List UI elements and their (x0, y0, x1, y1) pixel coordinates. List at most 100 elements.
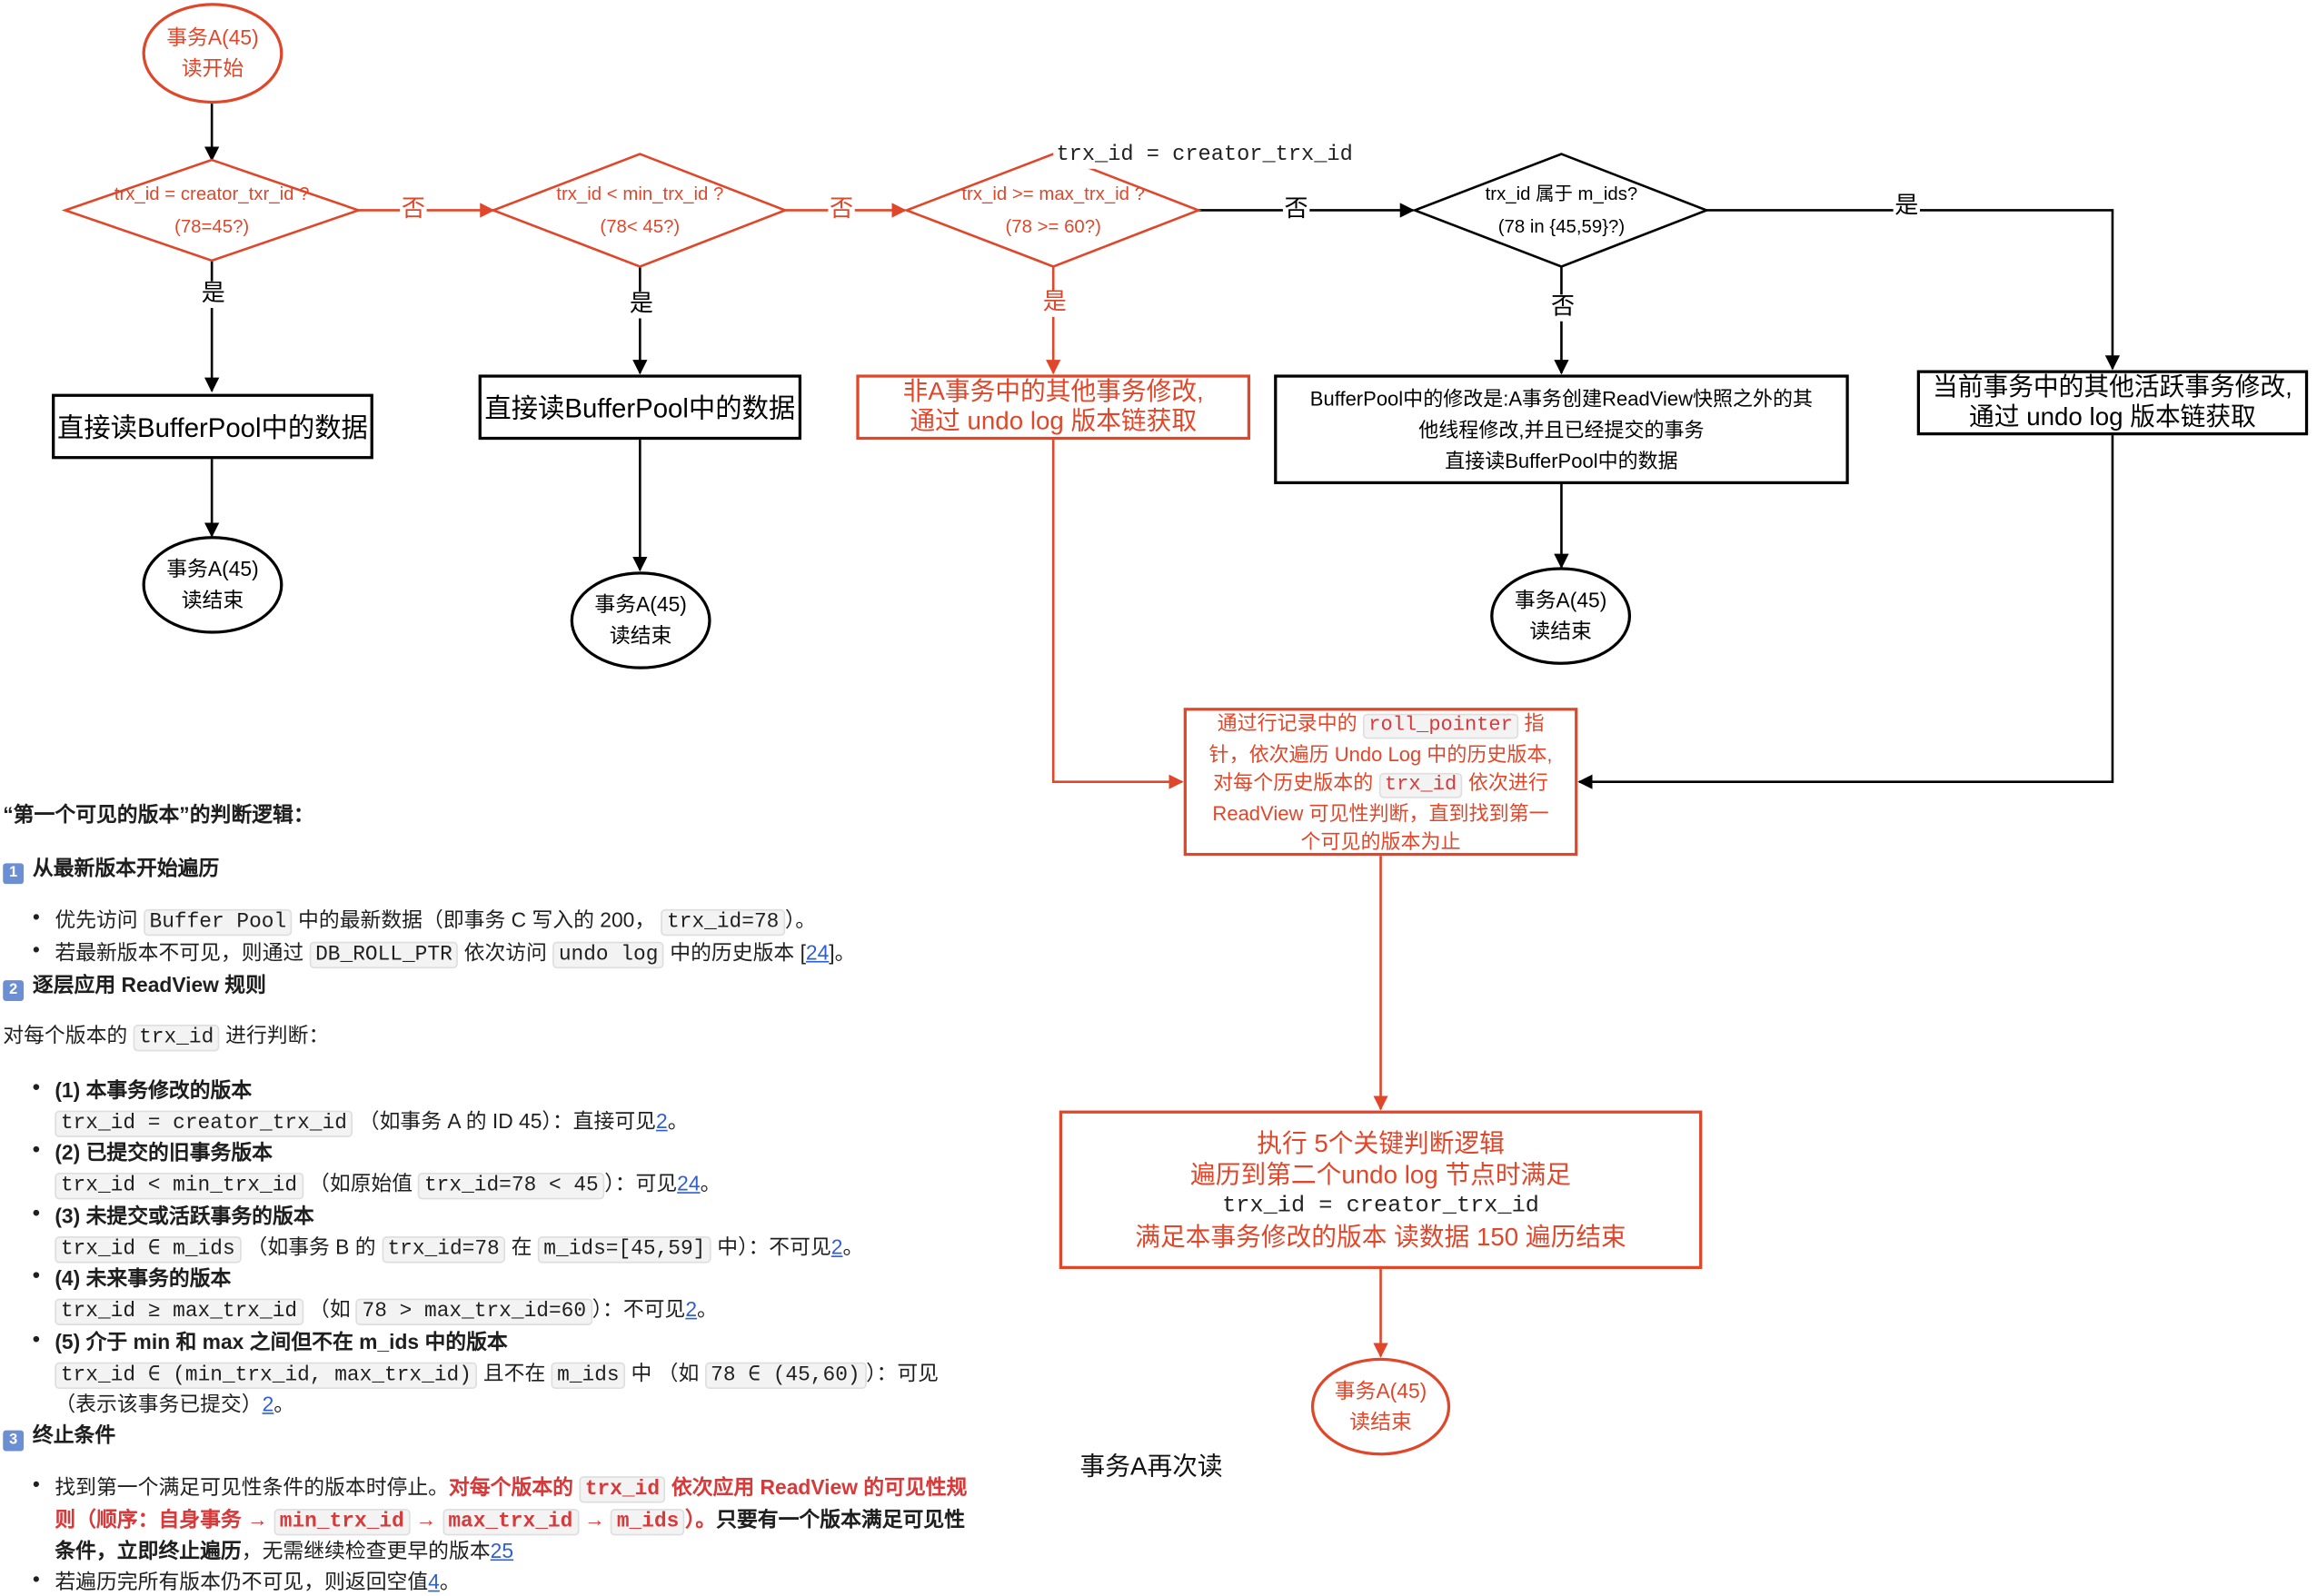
rule-5-line2: （表示该事务已提交） (55, 1392, 263, 1416)
s3-item2-a: 若遍历完所有版本仍不可见，则返回空值 (55, 1569, 429, 1593)
rule-4-end: 。 (697, 1296, 718, 1322)
keycap-3-icon: 3 (3, 1430, 25, 1452)
process-undo-log-active: 当前事务中的其他活跃事务修改, 通过 undo log 版本链获取 (1916, 370, 2309, 436)
rule-2-desc2: ）：可见 (604, 1171, 678, 1195)
rule-4-title-text: (4) 未来事务的版本 (55, 1265, 232, 1290)
decision-d1-line1: trx_id = creator_txr_id ? (114, 183, 310, 204)
edge-d4-box5 (1706, 209, 2121, 371)
rule-4-body: trx_id ≥ max_trx_id （如 78 > max_trx_id=6… (55, 1294, 718, 1325)
decision-d1 (61, 158, 363, 263)
end-node-4: 事务A(45) 读结束 (1490, 567, 1632, 665)
s3-item1-c3: max_trx_id (442, 1509, 579, 1536)
process-undo-log-active-line1: 当前事务中的其他活跃事务修改, (1933, 372, 2292, 401)
rule-4-code: trx_id ≥ max_trx_id (55, 1298, 303, 1325)
undo-line-1: 通过行记录中的 roll_pointer 指 (1217, 709, 1545, 739)
s3-item1-c1: trx_id (579, 1476, 666, 1503)
s1-item1-c: ）。 (784, 907, 817, 932)
ref-link[interactable]: 4 (428, 1569, 440, 1593)
end-node-final-line2: 读结束 (1349, 1409, 1412, 1433)
ref-link[interactable]: 25 (490, 1538, 514, 1562)
edge-label-yes-3: 是 (1041, 290, 1069, 317)
rule-5-code: trx_id ∈ (min_trx_id, max_trx_id) (55, 1362, 478, 1390)
list-item: • 若最新版本不可见，则通过 DB_ROLL_PTR 依次访问 undo log… (33, 937, 856, 969)
rule-1-end: 。 (667, 1108, 689, 1134)
undo-line-1b: 指 (1524, 711, 1545, 734)
rule-4-code2: 78 > max_trx_id=60 (355, 1298, 592, 1325)
undo-line-1a: 通过行记录中的 (1217, 711, 1357, 734)
decision-d4-text: trx_id 属于 m_ids? (78 in {45,59}?) (1415, 178, 1708, 243)
start-node: 事务A(45) 读开始 (142, 3, 283, 104)
process-bufferpool-committed: BufferPool中的修改是:A事务创建ReadView快照之外的其 他线程修… (1274, 374, 1849, 485)
undo-line-1-code: roll_pointer (1362, 712, 1519, 739)
rule-3-desc: （如事务 B 的 (246, 1234, 376, 1259)
rule-3-title-text: (3) 未提交或活跃事务的版本 (55, 1204, 314, 1228)
ref-link[interactable]: 2 (262, 1392, 274, 1416)
undo-line-3b: 依次进行 (1467, 770, 1548, 793)
process-read-bufferpool-1-label: 直接读BufferPool中的数据 (56, 412, 368, 443)
process-undo-log-active-line2: 通过 undo log 版本链获取 (1969, 402, 2256, 431)
rule-5-body: trx_id ∈ (min_trx_id, max_trx_id) 且不在 m_… (55, 1358, 939, 1390)
rule-2-desc: （如原始值 (308, 1171, 413, 1195)
process-read-bufferpool-1: 直接读BufferPool中的数据 (52, 393, 373, 460)
s3-item1-b1: 只要有一个版本满足可见性 (716, 1507, 966, 1532)
bullet-icon: • (32, 1326, 40, 1351)
execute-line-4: 满足本事务修改的版本 读数据 150 遍历结束 (1135, 1222, 1626, 1251)
bullet-icon: • (32, 1566, 40, 1591)
rule-1-title-text: (1) 本事务修改的版本 (55, 1077, 253, 1102)
rule-5-desc: 且不在 (482, 1361, 546, 1385)
diagram-caption: 事务A再次读 (1079, 1452, 1223, 1482)
rule-5-body-2: （表示该事务已提交）2。 (55, 1389, 294, 1419)
edge-box5-undo (1577, 435, 2114, 789)
s1-item1-b: 中的最新数据（即事务 C 写入的 200， (298, 907, 656, 932)
s3-item1-r6: ）。 (684, 1507, 717, 1532)
decision-d1-line2: (78=45?) (174, 215, 250, 237)
s1-item2-b: 依次访问 (463, 940, 547, 965)
s1-item2-d: ]。 (829, 940, 856, 965)
edge-label-no-4: 否 (1549, 294, 1576, 322)
ref-link[interactable]: 24 (805, 940, 830, 965)
execute-line-2: 遍历到第二个undo log 节点时满足 (1190, 1160, 1571, 1189)
end-node-1-line1: 事务A(45) (166, 556, 259, 580)
ref-link[interactable]: 2 (685, 1296, 698, 1322)
end-node-final-line1: 事务A(45) (1334, 1378, 1427, 1403)
ref-link[interactable]: 2 (830, 1234, 843, 1259)
rule-2-title-text: (2) 已提交的旧事务版本 (55, 1140, 273, 1165)
rule-3-title: •(3) 未提交或活跃事务的版本 (33, 1201, 314, 1231)
decision-d3-text: trx_id >= max_trx_id ? (78 >= 60?) (907, 178, 1200, 243)
decision-d2 (490, 153, 789, 268)
rule-1-body: trx_id = creator_trx_id （如事务 A 的 ID 45）：… (55, 1106, 689, 1137)
rule-3-end: 。 (842, 1234, 864, 1259)
process-bufferpool-committed-line2: 他线程修改,并且已经提交的事务 (1418, 418, 1705, 441)
undo-line-2: 针，依次遍历 Undo Log 中的历史版本, (1208, 742, 1553, 765)
rule-3-desc2: 在 (511, 1234, 532, 1259)
s3-item1-d: ，无需继续检查更早的版本 (241, 1538, 491, 1562)
list-item: • 优先访问 Buffer Pool 中的最新数据（即事务 C 写入的 200，… (33, 905, 817, 937)
section-3-heading: 3 终止条件 (3, 1420, 116, 1452)
s3-item1-r2: 依次应用 ReadView 的可见性规 (671, 1474, 968, 1499)
undo-line-4: ReadView 可见性判断，直到找到第一 (1212, 801, 1549, 825)
end-node-1: 事务A(45) 读结束 (142, 536, 283, 634)
rule-5-code3: 78 ∈ (45,60) (704, 1362, 867, 1390)
process-undo-log-other-line2: 通过 undo log 版本链获取 (910, 407, 1198, 436)
edge-label-no-3: 否 (1282, 196, 1310, 224)
rule-2-title: •(2) 已提交的旧事务版本 (33, 1137, 273, 1167)
ref-link[interactable]: 24 (677, 1171, 701, 1195)
rule-3-code2: trx_id=78 (381, 1236, 506, 1264)
end-node-4-line1: 事务A(45) (1514, 588, 1607, 612)
rule-4-desc: （如 (308, 1296, 351, 1322)
rule-3-desc3: 中）：不可见 (717, 1234, 831, 1259)
rule-4-desc2: ）：不可见 (592, 1296, 686, 1322)
decision-d4-line1: trx_id 属于 m_ids? (1485, 183, 1638, 204)
process-undo-log-other-line1: 非A事务中的其他事务修改, (902, 377, 1204, 406)
s1-item2-code: DB_ROLL_PTR (309, 941, 459, 969)
section-3-title: 终止条件 (32, 1423, 116, 1447)
end-node-final: 事务A(45) 读结束 (1310, 1357, 1451, 1456)
decision-d2-line2: (78< 45?) (600, 215, 681, 237)
undo-line-3-code: trx_id (1378, 772, 1463, 798)
ref-link[interactable]: 2 (655, 1108, 668, 1134)
edge-box3-undo (1051, 440, 1184, 789)
s3-item1-c2: min_trx_id (273, 1509, 411, 1536)
